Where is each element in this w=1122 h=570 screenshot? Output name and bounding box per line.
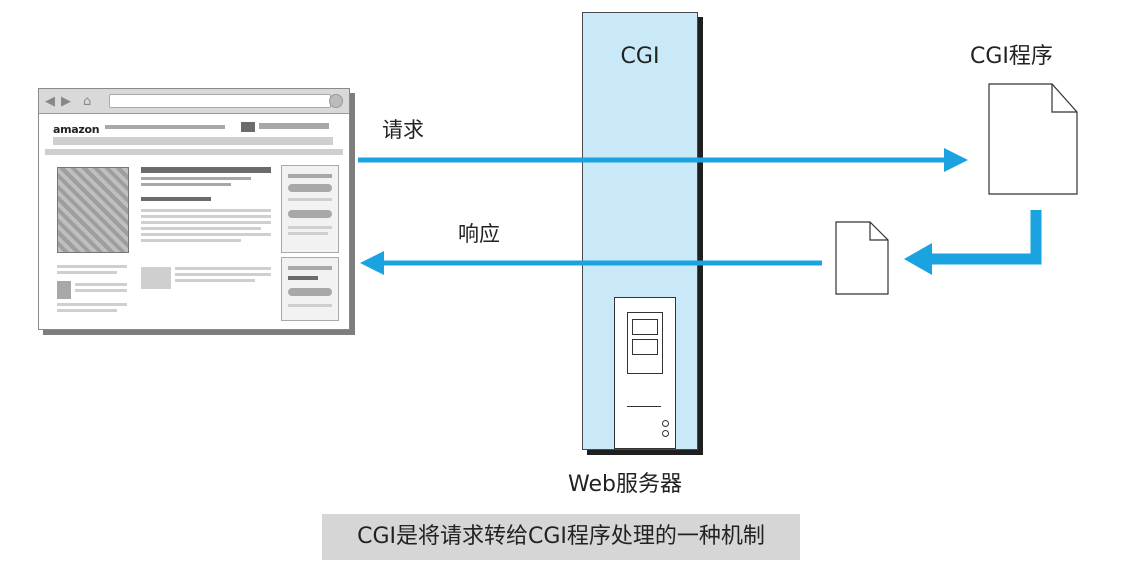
- promo-graphic: [141, 267, 171, 289]
- request-arrowhead: [944, 148, 968, 172]
- text-line: [57, 309, 117, 312]
- response-label: 响应: [458, 222, 500, 246]
- text-line: [75, 289, 127, 292]
- text-line: [141, 233, 271, 236]
- buy-now-shape: [288, 210, 332, 218]
- browser-toolbar: ◀ ▶ ⌂: [39, 89, 349, 114]
- output-arrowhead: [904, 243, 932, 275]
- server-panel: [627, 312, 663, 374]
- usedbox-button-shape: [288, 288, 332, 296]
- web-page-thumbnail: amazon: [45, 117, 343, 323]
- buybox-line: [288, 232, 328, 235]
- header-promo: [259, 123, 329, 129]
- book-meta: [141, 183, 231, 186]
- book-title: [141, 167, 271, 173]
- server-slot: [632, 339, 658, 355]
- web-server-label: Web服务器: [568, 472, 682, 497]
- book-author: [141, 177, 251, 180]
- book-price: [141, 197, 211, 201]
- text-line: [141, 227, 261, 230]
- buybox-line: [288, 198, 332, 201]
- category-bar: [45, 149, 343, 155]
- text-line: [57, 303, 127, 306]
- request-label: 请求: [382, 118, 424, 142]
- search-row: [53, 137, 333, 145]
- site-logo: amazon: [53, 123, 100, 136]
- text-line: [175, 279, 255, 282]
- page-fold: [869, 222, 888, 241]
- server-led: [662, 420, 669, 427]
- text-line: [141, 215, 271, 218]
- output-document-icon: [835, 221, 889, 295]
- text-line: [57, 265, 127, 268]
- buybox-line: [288, 226, 332, 229]
- text-line: [141, 221, 271, 224]
- server-tower-icon: [614, 297, 676, 449]
- response-arrowhead: [360, 251, 384, 275]
- page-fold: [1051, 84, 1077, 113]
- cgi-program-label: CGI程序: [970, 44, 1053, 69]
- caption: CGI是将请求转给CGI程序处理的一种机制: [322, 514, 800, 560]
- text-line: [57, 271, 117, 274]
- text-line: [141, 239, 241, 242]
- cgi-program-document-icon: [988, 83, 1078, 195]
- text-line: [141, 209, 271, 212]
- browser-window: ◀ ▶ ⌂ amazon: [38, 88, 350, 330]
- used-box: [281, 257, 339, 321]
- prime-badge: [241, 122, 255, 132]
- forward-arrow-icon: ▶: [61, 94, 71, 109]
- usedbox-price: [288, 276, 318, 280]
- text-line: [175, 273, 271, 276]
- server-led: [662, 430, 669, 437]
- output-arrow: [928, 210, 1042, 265]
- go-icon: [329, 94, 343, 108]
- buy-box: [281, 165, 339, 253]
- usedbox-line: [288, 266, 332, 270]
- server-slot: [632, 319, 658, 335]
- back-arrow-icon: ◀: [45, 94, 55, 109]
- usedbox-line: [288, 304, 332, 307]
- nav-links: [105, 125, 225, 129]
- text-line: [175, 267, 271, 270]
- cgi-label: CGI: [620, 44, 660, 69]
- buybox-line: [288, 174, 332, 178]
- book-cover: [57, 167, 129, 253]
- home-icon: ⌂: [83, 94, 92, 109]
- add-to-cart-shape: [288, 184, 332, 192]
- server-line: [627, 406, 661, 407]
- kindle-icon: [57, 281, 71, 299]
- text-line: [75, 283, 127, 286]
